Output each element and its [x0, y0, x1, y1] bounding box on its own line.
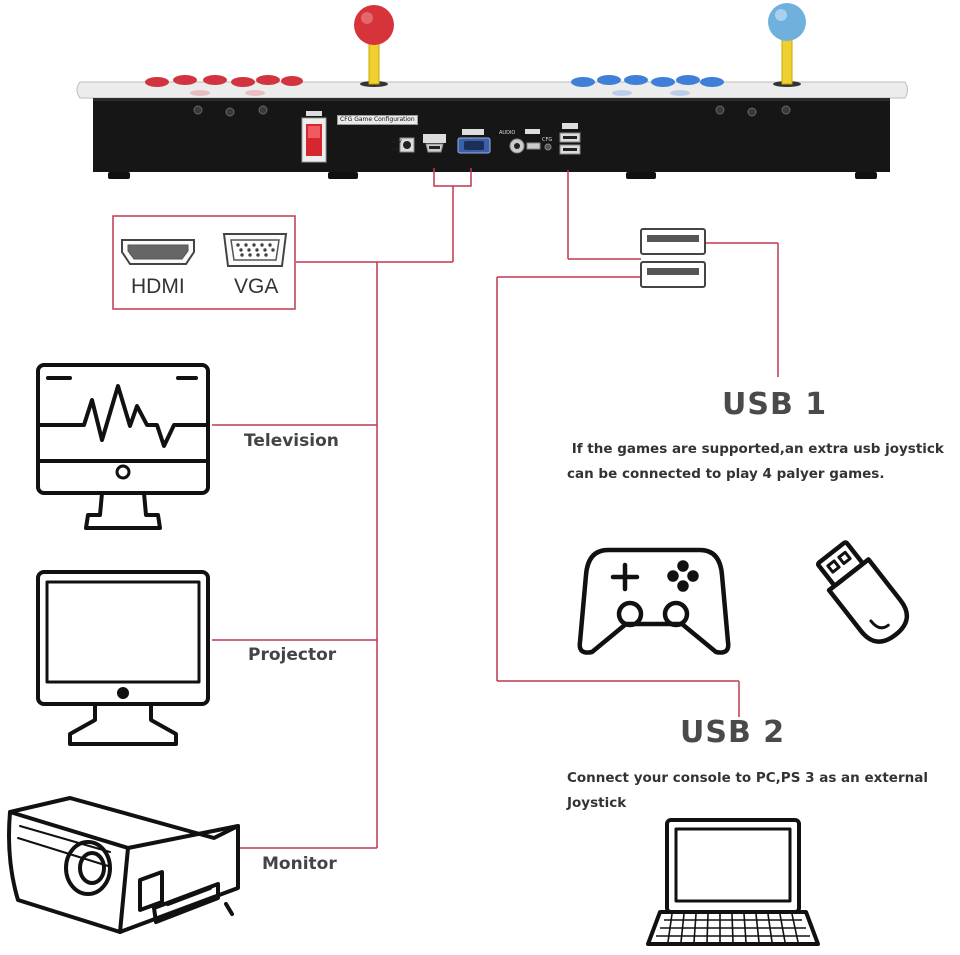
- laptop-icon: [646, 818, 820, 946]
- vga-icon: [222, 233, 288, 267]
- vga-label: VGA: [234, 275, 279, 298]
- power-amp-label: 5A: [392, 147, 399, 153]
- connector-lines: [212, 168, 779, 849]
- power-port-label: 12V: [392, 139, 402, 145]
- hdmi-port: [423, 134, 446, 153]
- gamepad-icon: [577, 547, 731, 655]
- display-label-monitor: Monitor: [262, 854, 337, 874]
- display-label-television: Television: [244, 431, 339, 451]
- usb2-title: USB 2: [680, 715, 786, 750]
- usb1-title: USB 1: [722, 387, 828, 422]
- arcade-console: [76, 3, 908, 179]
- player1-joystick: [354, 5, 394, 87]
- micro-usb-port: [525, 129, 541, 150]
- cfg-port-label: CFG: [542, 137, 553, 143]
- monitor-icon: [36, 570, 210, 746]
- usb-stick-icon: [815, 540, 910, 644]
- player2-joystick: [768, 3, 806, 87]
- projector-icon: [7, 796, 240, 934]
- audio-port: [509, 138, 525, 154]
- monitor-wave-icon: [36, 363, 210, 530]
- usb2-description: Connect your console to PC,PS 3 as an ex…: [567, 770, 928, 811]
- audio-port-label: AUDIO: [499, 130, 516, 136]
- usb-port-icon: [640, 228, 706, 288]
- config-label: CFG Game Configuration: [337, 115, 418, 125]
- power-switch: [301, 117, 327, 163]
- display-label-projector: Projector: [248, 645, 337, 665]
- hdmi-icon: [121, 239, 195, 265]
- video-ports-box: [112, 215, 296, 310]
- player2-buttons: [571, 75, 724, 96]
- vga-port: [457, 129, 491, 154]
- usb1-description: If the games are supported,an extra usb …: [567, 441, 949, 482]
- usb-ports: [559, 123, 581, 155]
- dc-power-port: [399, 137, 415, 153]
- hdmi-label: HDMI: [131, 275, 185, 298]
- player1-buttons: [145, 75, 303, 96]
